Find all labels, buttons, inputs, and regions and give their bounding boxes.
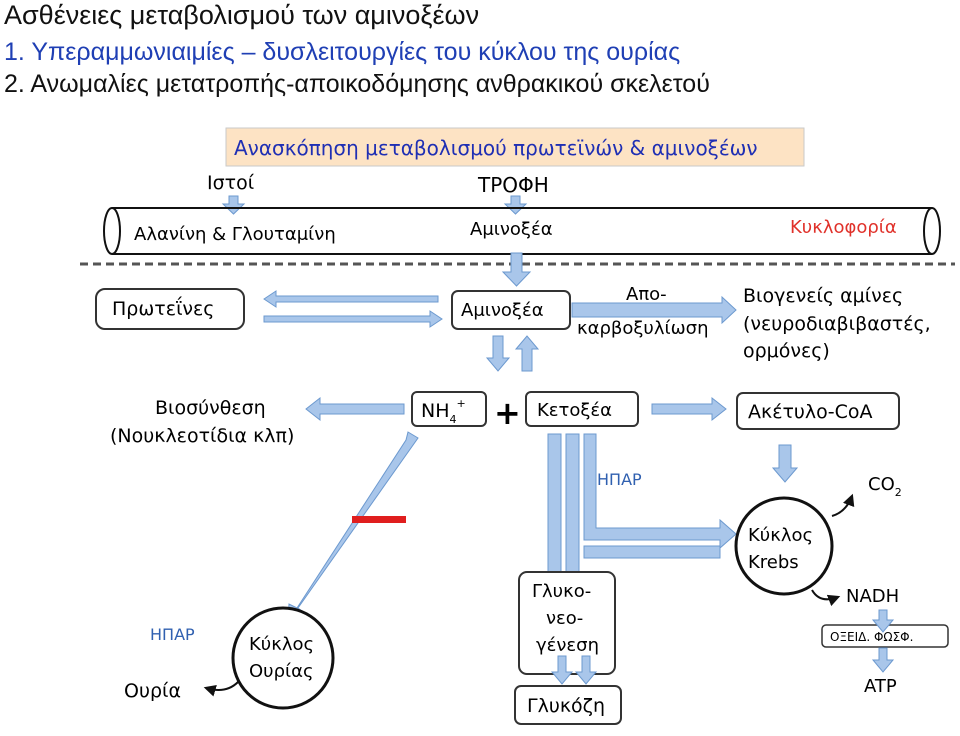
ammonium-box (411, 391, 487, 427)
ketoacids-to-krebs-arrow-upper (583, 433, 737, 550)
transamination-up-arrow (514, 335, 540, 372)
tissues-label: Ιστοί (207, 172, 255, 194)
diagram-title: Ανασκόπηση μεταβολισμού πρωτεϊνών & αμιν… (234, 136, 758, 160)
glucose-label: Γλυκόζη (527, 695, 605, 717)
vessel-left-end (103, 207, 121, 255)
plus-sign: + (494, 394, 521, 432)
decarboxylation-label-2: καρβοξυλίωση (577, 318, 708, 339)
vessel-right-end (923, 207, 941, 255)
co2-release-arrow (831, 493, 855, 517)
acetyl-coa-label: Ακέτυλο-CoA (748, 401, 873, 423)
biogenic-amines-label-2: (νευροδιαβιβαστές, (743, 313, 931, 335)
urea-label: Ουρία (124, 680, 181, 702)
urea-cycle-circle (231, 606, 335, 710)
ammonium-to-urea-cycle-arrow (287, 431, 419, 627)
food-label: ΤΡΟΦΗ (477, 173, 549, 197)
ketoacids-to-krebs-arrow-lower (583, 545, 721, 559)
proteins-label: Πρωτεΐνες (112, 296, 214, 320)
ketoacids-to-gluconeogenesis-bar-1 (547, 433, 562, 573)
acetyl-coa-box (736, 392, 900, 430)
decarboxylation-arrow (571, 295, 737, 325)
gluconeogenesis-label-2: νεο- (546, 608, 583, 629)
ketoacids-box (525, 391, 639, 427)
point-1-hyperammonemia: 1. Υπεραμμωνιαιμίες – δυσλειτουργίες του… (4, 38, 681, 66)
blood-amino-acids-label: Αμινοξέα (470, 219, 553, 240)
co2-label: CO2 (868, 474, 902, 499)
gluconeogenesis-label-1: Γλυκο- (532, 581, 591, 602)
acetyl-coa-to-krebs-arrow (771, 444, 799, 483)
gluconeogenesis-label-3: γένεση (536, 635, 599, 656)
krebs-cycle-circle (734, 496, 834, 596)
ketoacids-to-gluconeogenesis-bar-2 (565, 433, 580, 573)
proteins-to-amino-acids-arrow (263, 310, 443, 328)
urea-cycle-label-2: Ουρίας (249, 661, 314, 682)
amino-acids-box (451, 290, 571, 330)
biosynthesis-label-2: (Νουκλεοτίδια κλπ) (110, 425, 294, 447)
point-2-carbon-skeleton: 2. Ανωμαλίες μετατροπής-αποικοδόμησης αν… (4, 70, 710, 98)
ketoacids-to-acetyl-coa-arrow (651, 396, 727, 422)
nadh-to-oxphos-arrow (871, 609, 895, 633)
krebs-label-1: Κύκλος (748, 525, 813, 546)
liver-label-urea: ΗΠΑΡ (150, 625, 195, 644)
decarboxylation-label-1: Απο- (626, 284, 667, 305)
amino-acids-to-proteins-arrow (263, 290, 439, 308)
amino-acids-label: Αμινοξέα (461, 300, 544, 321)
blood-to-amino-acids-arrow (501, 252, 532, 287)
deamination-down-arrow (485, 335, 511, 372)
ketoacids-label: Κετοξέα (537, 400, 612, 421)
oxphos-label: ΟΞΕΙΔ. ΦΩΣΦ. (830, 630, 913, 644)
food-to-blood-arrow (503, 195, 528, 215)
nadh-label: NADH (846, 586, 899, 607)
nadh-release-arrow (811, 589, 841, 607)
gluconeogenesis-to-glucose-arrow-2 (574, 655, 598, 685)
urea-cycle-label-1: Κύκλος (249, 634, 314, 655)
atp-label: ATP (864, 676, 897, 697)
slide-title: Ασθένειες μεταβολισμού των αμινοξέων (4, 0, 480, 30)
oxphos-to-atp-arrow (871, 647, 895, 673)
ammonium-label: NH4+ (421, 397, 466, 426)
urea-release-arrow (203, 681, 239, 697)
circulation-label: Κυκλοφορία (790, 217, 897, 238)
biogenic-amines-label-3: ορμόνες) (743, 340, 830, 362)
diagram-title-box (225, 127, 805, 167)
blocked-pathway-mark (352, 516, 406, 523)
glucose-box (514, 685, 622, 725)
tissues-to-blood-arrow (221, 195, 246, 215)
proteins-box (95, 288, 245, 330)
ammonium-to-biosynthesis-arrow (305, 396, 405, 422)
biogenic-amines-label-1: Βιογενείς αμίνες (743, 285, 903, 307)
liver-label-krebs: ΗΠΑΡ (597, 470, 642, 489)
alanine-glutamine-label: Αλανίνη & Γλουταμίνη (134, 224, 336, 245)
gluconeogenesis-to-glucose-arrow-1 (550, 655, 574, 685)
biosynthesis-label-1: Βιοσύνθεση (155, 397, 266, 419)
krebs-label-2: Krebs (748, 552, 799, 573)
